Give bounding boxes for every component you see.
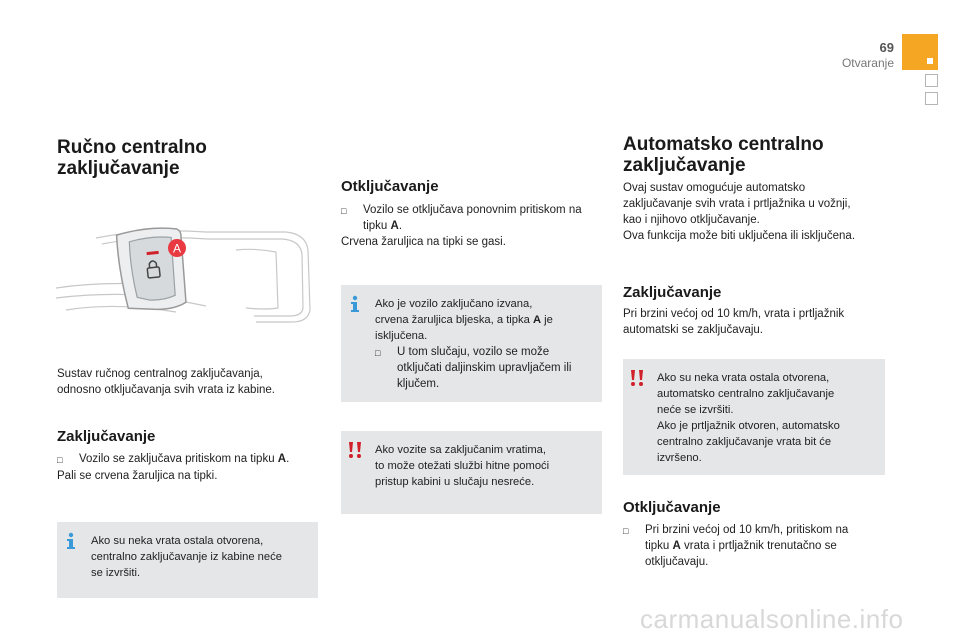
tab-dot-icon: [927, 58, 933, 64]
auto-lock-heading: Zaključavanje: [623, 284, 722, 301]
lock-button-illustration: A: [56, 227, 311, 323]
manual-lock-instructions: □ Vozilo se zaključava pritiskom na tipk…: [57, 451, 317, 484]
square-bullet-icon: □: [375, 348, 381, 358]
auto-lock-title: Automatsko centralno zaključavanje: [623, 134, 824, 176]
manual-unlock-instructions: □ Vozilo se otključava ponovnim pritisko…: [341, 202, 603, 250]
info-note-text: Ako je vozilo zaključano izvana, crvena …: [375, 296, 592, 392]
auto-unlock-bullet: □ Pri brzini većoj od 10 km/h, pritiskom…: [623, 524, 849, 568]
info-note-box: Ako je vozilo zaključano izvana, crvena …: [341, 285, 602, 402]
info-icon: [351, 295, 359, 312]
chapter-tab-active[interactable]: [902, 34, 938, 70]
warning-note-box: Ako su neka vrata ostala otvorena, autom…: [623, 359, 885, 475]
manual-lock-title: Ručno centralno zaključavanje: [57, 137, 207, 179]
warning-note-text: Ako vozite sa zaključanim vratima, to mo…: [375, 444, 550, 488]
watermark: carmanualsonline.info: [640, 604, 904, 634]
unlock-bullet: □ Vozilo se otključava ponovnim pritisko…: [341, 204, 582, 232]
square-bullet-icon: □: [57, 455, 63, 465]
warning-icon: [631, 370, 643, 386]
info-note-text: Ako su neka vrata ostala otvorena, centr…: [91, 535, 282, 579]
manual-lock-heading: Zaključavanje: [57, 428, 156, 445]
manual-lock-intro: Sustav ručnog centralnog zaključavanja, …: [57, 368, 275, 396]
info-note-box: Ako su neka vrata ostala otvorena, centr…: [57, 522, 318, 598]
warning-note-text: Ako su neka vrata ostala otvorena, autom…: [657, 372, 840, 464]
info-note-bullet: □ U tom slučaju, vozilo se može otključa…: [375, 346, 572, 390]
square-bullet-icon: □: [341, 206, 347, 216]
info-icon: [67, 532, 75, 549]
chapter-tab[interactable]: [925, 74, 938, 87]
warning-icon: [349, 442, 361, 458]
illustration-label: A: [173, 242, 181, 256]
warning-note-box: Ako vozite sa zaključanim vratima, to mo…: [341, 431, 602, 514]
chapter-tab[interactable]: [925, 92, 938, 105]
auto-unlock-heading: Otključavanje: [623, 499, 721, 516]
section-title: Otvaranje: [841, 56, 894, 70]
manual-unlock-heading: Otključavanje: [341, 178, 439, 195]
auto-lock-intro: Ovaj sustav omogućuje automatsko zaključ…: [623, 182, 856, 242]
page-number: 69: [879, 40, 894, 55]
auto-unlock-instructions: □ Pri brzini većoj od 10 km/h, pritiskom…: [623, 522, 893, 570]
auto-lock-text: Pri brzini većoj od 10 km/h, vrata i prt…: [623, 308, 845, 336]
lock-bullet: □ Vozilo se zaključava pritiskom na tipk…: [57, 451, 317, 468]
square-bullet-icon: □: [623, 526, 629, 536]
